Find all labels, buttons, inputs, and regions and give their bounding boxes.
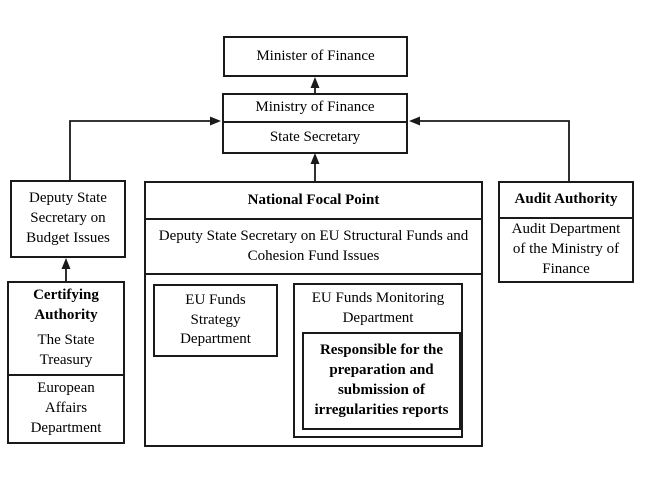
audit-department-label: Audit Department of the Ministry of Fina… <box>500 217 632 281</box>
connector-certifying-to-deputy <box>61 258 71 281</box>
node-audit-authority: Audit Authority Audit Department of the … <box>498 181 634 283</box>
node-irregularities-note: Responsible for the preparation and subm… <box>302 332 461 430</box>
ministry-label: Ministry of Finance <box>255 99 375 116</box>
connector-nfp-to-ministry <box>310 153 320 181</box>
european-affairs-label: European Affairs Department <box>9 374 123 442</box>
state-secretary-label: State Secretary <box>224 121 406 152</box>
node-eu-funds-strategy: EU Funds Strategy Department <box>153 284 278 357</box>
nfp-deputy-secretary-label: Deputy State Secretary on EU Structural … <box>146 218 481 273</box>
strategy-label: EU Funds Strategy Department <box>180 291 251 348</box>
deputy-budget-label: Deputy State Secretary on Budget Issues <box>26 190 110 246</box>
certifying-authority-title: Certifying Authority <box>33 287 99 324</box>
node-ministry-of-finance: Ministry of Finance State Secretary <box>222 93 408 154</box>
monitoring-label: EU Funds Monitoring Department <box>311 290 445 326</box>
audit-authority-title: Audit Authority <box>514 191 618 208</box>
irregularities-note-label: Responsible for the preparation and subm… <box>314 342 449 418</box>
node-minister-of-finance: Minister of Finance <box>223 36 408 77</box>
nfp-body <box>146 273 481 445</box>
state-treasury-label: The State Treasury <box>37 332 95 368</box>
node-certifying-authority: Certifying Authority The State Treasury … <box>7 281 125 444</box>
connector-audit-to-ministry <box>409 116 570 181</box>
node-deputy-state-secretary-budget: Deputy State Secretary on Budget Issues <box>10 180 126 258</box>
nfp-title: National Focal Point <box>247 191 380 208</box>
connector-deputy-to-ministry <box>69 116 221 180</box>
connector-ministry-to-minister <box>310 77 320 93</box>
minister-label: Minister of Finance <box>256 47 375 64</box>
